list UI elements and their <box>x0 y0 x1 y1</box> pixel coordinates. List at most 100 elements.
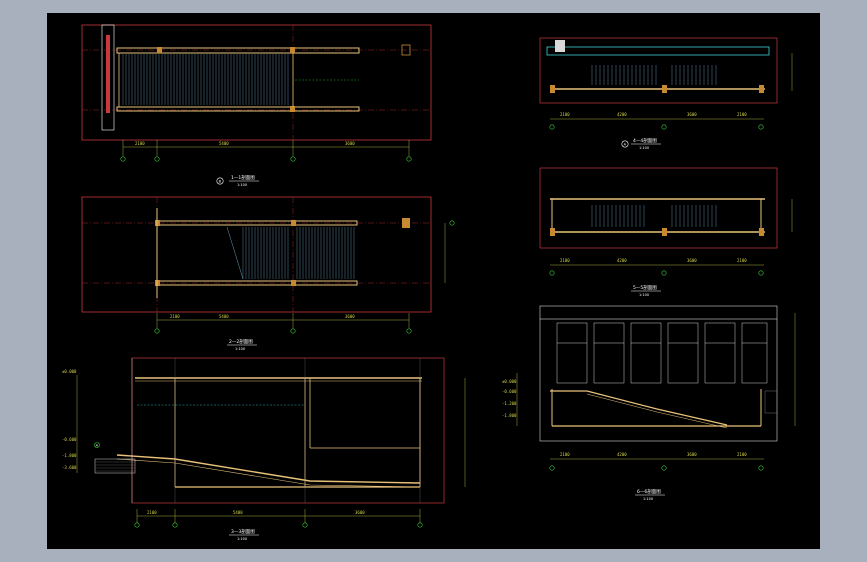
grid-bubble <box>758 465 764 471</box>
grid-bubble <box>406 328 412 334</box>
diag-line <box>226 226 244 280</box>
white-frame <box>101 24 115 131</box>
plan-view-mid-left: 2100 5400 3600 2—2剖面图 1:100 <box>81 196 455 351</box>
dim-text: 2100 <box>737 112 747 117</box>
red-door-element <box>106 35 110 113</box>
view-label-bubble <box>621 140 629 148</box>
view-label-letter: B <box>219 179 222 183</box>
ramp-slope-inner <box>116 458 421 488</box>
elevation-label: ±0.000 <box>62 369 77 374</box>
dim-text: 3600 <box>345 141 355 146</box>
grid-bubble <box>406 156 412 162</box>
view-title: 4—4剖面图 <box>633 137 657 144</box>
dim-text: 5400 <box>219 314 229 319</box>
elevation-label: -1.800 <box>62 453 77 458</box>
grid-bubble <box>172 522 178 528</box>
cyan-roof <box>546 46 770 56</box>
column <box>290 47 295 53</box>
view-label-letter: A <box>96 443 99 447</box>
ramp-slope <box>116 454 421 484</box>
view-scale: 1:100 <box>237 183 247 187</box>
grid-bubble <box>134 522 140 528</box>
elev-mid-right-outline <box>539 167 778 249</box>
grid-bubble <box>661 270 667 276</box>
dim-text: 2100 <box>737 452 747 457</box>
grid-bubble <box>449 220 455 226</box>
wall-top <box>116 47 360 54</box>
elevation-label: -1.200 <box>502 401 517 406</box>
dim-text: 3600 <box>355 510 365 515</box>
elevation-label: -1.800 <box>502 413 517 418</box>
grid-bubble <box>758 270 764 276</box>
view-scale: 1:100 <box>643 497 653 501</box>
cad-drawing-canvas[interactable]: 2100 5400 3600 B 1—1剖面图 1:100 <box>47 13 820 549</box>
wall-bottom <box>116 106 360 112</box>
view-scale: 1:100 <box>639 293 649 297</box>
column <box>550 85 555 93</box>
grid-bubble <box>302 522 308 528</box>
dim-text: 5400 <box>233 510 243 515</box>
column <box>291 220 296 226</box>
dim-text: 3600 <box>687 452 697 457</box>
stair-hatch <box>591 205 717 227</box>
column-marker <box>401 44 411 56</box>
dim-text: 4200 <box>617 112 627 117</box>
dim-text: 3600 <box>345 314 355 319</box>
hatch-block <box>764 390 778 414</box>
view-title: 6—6剖面图 <box>637 488 661 495</box>
plan-view-top-left: 2100 5400 3600 B 1—1剖面图 1:100 <box>81 24 432 187</box>
dim-text: 2100 <box>170 314 180 319</box>
grid-bubble <box>290 328 296 334</box>
grid-bubble <box>549 270 555 276</box>
column <box>662 85 667 93</box>
grid-bubble <box>661 124 667 130</box>
elevation-label: ±0.000 <box>502 379 517 384</box>
cad-drawing: 2100 5400 3600 B 1—1剖面图 1:100 <box>62 24 796 541</box>
dim-text: 2100 <box>560 452 570 457</box>
column <box>291 280 296 286</box>
dim-text: 4200 <box>617 258 627 263</box>
grid-bubble <box>120 156 126 162</box>
dim-text: 2100 <box>560 112 570 117</box>
column <box>157 47 162 53</box>
view-title: 3—3剖面图 <box>231 528 255 535</box>
grid-bubble <box>758 124 764 130</box>
view-scale: 1:100 <box>235 347 245 351</box>
ground-hatch-lines <box>95 461 135 472</box>
section-view-bottom-right: ±0.000 -0.600 -1.200 -1.800 2100 4200 36… <box>502 305 796 501</box>
column <box>290 106 295 112</box>
dim-text: 4200 <box>617 452 627 457</box>
view-scale: 1:100 <box>237 537 247 541</box>
column <box>759 85 764 93</box>
grid-bubble <box>549 124 555 130</box>
elev-top-right-outline <box>539 37 778 104</box>
column <box>550 228 555 236</box>
section-view-bottom-left: ±0.000 -0.600 -1.800 -3.600 A 2100 5400 … <box>62 357 466 541</box>
white-box <box>555 40 565 52</box>
dim-text: 3600 <box>687 258 697 263</box>
ramp-slope-inner <box>586 393 728 429</box>
ground-hatch <box>94 458 136 474</box>
elevation-view-mid-right: 2100 4200 3600 2100 5—5剖面图 1:100 <box>539 167 793 297</box>
dim-text: 2100 <box>737 258 747 263</box>
dim-text: 3600 <box>687 112 697 117</box>
column <box>662 228 667 236</box>
elevation-label: -0.600 <box>62 437 77 442</box>
grid-bubble <box>154 156 160 162</box>
facade-windows <box>556 322 768 384</box>
view-title: 2—2剖面图 <box>229 338 253 345</box>
stair-hatch <box>242 227 355 279</box>
view-label-letter: A <box>624 142 627 146</box>
plan-top-left-outline <box>81 24 432 141</box>
column <box>759 228 764 236</box>
grid-bubble <box>661 465 667 471</box>
elevation-view-top-right: 2100 4200 3600 2100 A 4—4剖面图 1:100 <box>539 37 793 150</box>
grid-bubble <box>154 328 160 334</box>
stair-hatch <box>591 65 717 85</box>
elevation-label: -3.600 <box>62 465 77 470</box>
elevation-label: -0.600 <box>502 389 517 394</box>
dim-text: 2100 <box>135 141 145 146</box>
grid-bubble <box>417 522 423 528</box>
dim-text: 2100 <box>560 258 570 263</box>
view-title: 5—5剖面图 <box>633 284 657 291</box>
